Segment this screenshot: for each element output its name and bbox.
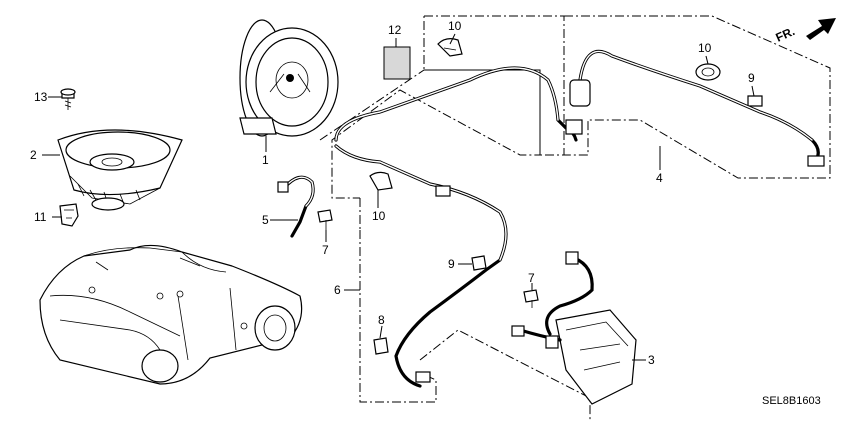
part-2-rear-speaker [57, 129, 183, 211]
callout-8: 8 [378, 313, 385, 327]
leader-lines [42, 33, 755, 361]
callout-6: 6 [334, 283, 341, 297]
part-5-feeder [277, 175, 315, 238]
part-10-clamp-top [437, 38, 463, 57]
callout-7-right: 7 [528, 271, 535, 285]
callout-13: 13 [34, 90, 48, 104]
callout-numbers: 13 2 11 1 12 10 10 9 4 5 7 10 9 6 7 8 3 [30, 19, 755, 367]
front-arrow-icon [806, 18, 836, 40]
callout-10-lower: 10 [372, 209, 386, 223]
part-7-bolt-right [523, 289, 539, 308]
front-direction-indicator: FR. [774, 18, 836, 45]
callout-2: 2 [30, 148, 37, 162]
part-7-bolt-left [317, 209, 333, 230]
part-13-screw [60, 88, 76, 110]
part-12-pad [383, 46, 411, 80]
callout-1: 1 [262, 153, 269, 167]
part-10-clamp-lower [369, 171, 393, 191]
diagram-code: SEL8B1603 [762, 395, 821, 407]
callout-10-right: 10 [698, 41, 712, 55]
part-9-clip-right [747, 95, 763, 107]
antenna-cable-upper [334, 49, 825, 167]
callout-9-lower: 9 [448, 257, 455, 271]
callout-9-right: 9 [748, 71, 755, 85]
callout-4: 4 [656, 171, 663, 185]
part-9-clip-lower [471, 255, 487, 271]
part-8-clip [373, 337, 389, 355]
callout-12: 12 [388, 23, 402, 37]
antenna-cable-lower [334, 144, 508, 388]
callout-5: 5 [262, 213, 269, 227]
callout-7-left: 7 [322, 243, 329, 257]
part-3-control-unit [511, 251, 637, 405]
front-direction-label: FR. [774, 24, 797, 45]
part-1-door-speaker [239, 19, 339, 137]
callout-10-top: 10 [448, 19, 462, 33]
callout-11: 11 [34, 210, 47, 224]
vehicle-silhouette [39, 244, 303, 385]
part-11-clip [59, 203, 79, 227]
part-10-clamp-right [695, 63, 721, 81]
callout-3: 3 [648, 353, 655, 367]
